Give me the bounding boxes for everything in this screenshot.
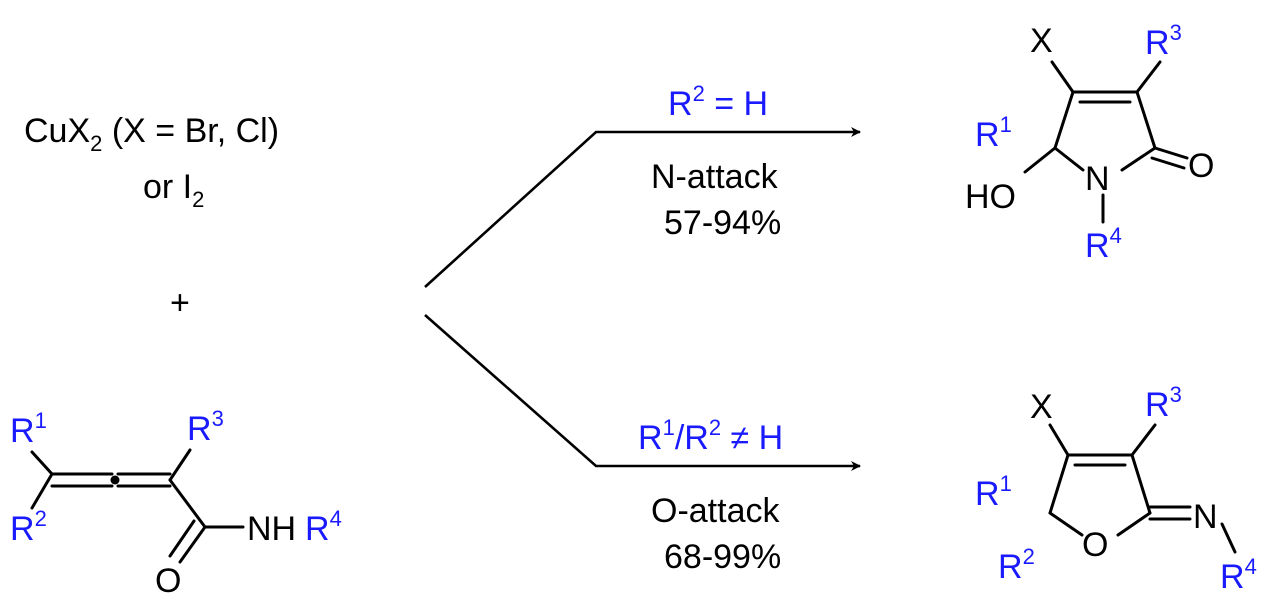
imino-r3: R3 xyxy=(1145,382,1182,424)
allene-central-carbon-dot xyxy=(110,475,120,485)
allene-substrate: R1 R2 R3 NH R4 O xyxy=(10,406,342,600)
lactam-r3: R3 xyxy=(1145,20,1182,62)
bottom-condition: R1/R2 ≠ H xyxy=(638,415,783,457)
allene-r2: R2 xyxy=(10,506,47,548)
allene-r3: R3 xyxy=(187,406,224,448)
imino-n: N xyxy=(1193,498,1218,536)
lactam-ho: HO xyxy=(965,178,1016,216)
bottom-yield: 68-99% xyxy=(664,538,781,576)
imino-r2: R2 xyxy=(998,544,1035,586)
top-reaction-arrow xyxy=(424,127,861,288)
lactam-r4: R4 xyxy=(1085,223,1122,265)
lactam-r1: R1 xyxy=(975,112,1012,154)
oxidant-line-1: CuX2 (X = Br, Cl) xyxy=(24,112,279,156)
allene-nh: NH xyxy=(247,510,296,548)
top-condition: R2 = H xyxy=(668,81,768,123)
bottom-reaction-arrow xyxy=(424,314,861,471)
plus-sign: + xyxy=(170,284,190,322)
top-yield: 57-94% xyxy=(664,204,781,242)
allene-r1: R1 xyxy=(10,408,47,450)
bottom-attack-label: O-attack xyxy=(651,492,780,530)
imino-r4: R4 xyxy=(1220,554,1257,596)
oxidant-reagent: CuX2 (X = Br, Cl) or I2 xyxy=(24,112,279,212)
allene-r4: R4 xyxy=(305,506,342,548)
oxidant-line-2: or I2 xyxy=(143,168,204,212)
branching-arrows xyxy=(424,127,861,471)
product-lactam: X R3 R1 HO N O R4 xyxy=(965,20,1214,265)
lactam-o: O xyxy=(1188,147,1214,185)
allene-carbonyl-o: O xyxy=(155,562,181,600)
imino-ring-o: O xyxy=(1082,526,1108,564)
product-iminolactone: X R3 R1 R2 O N R4 xyxy=(975,382,1257,596)
top-attack-label: N-attack xyxy=(651,158,779,196)
lactam-n: N xyxy=(1085,160,1110,198)
lactam-x: X xyxy=(1030,22,1053,60)
imino-x: X xyxy=(1030,388,1053,426)
imino-r1: R1 xyxy=(975,471,1012,513)
